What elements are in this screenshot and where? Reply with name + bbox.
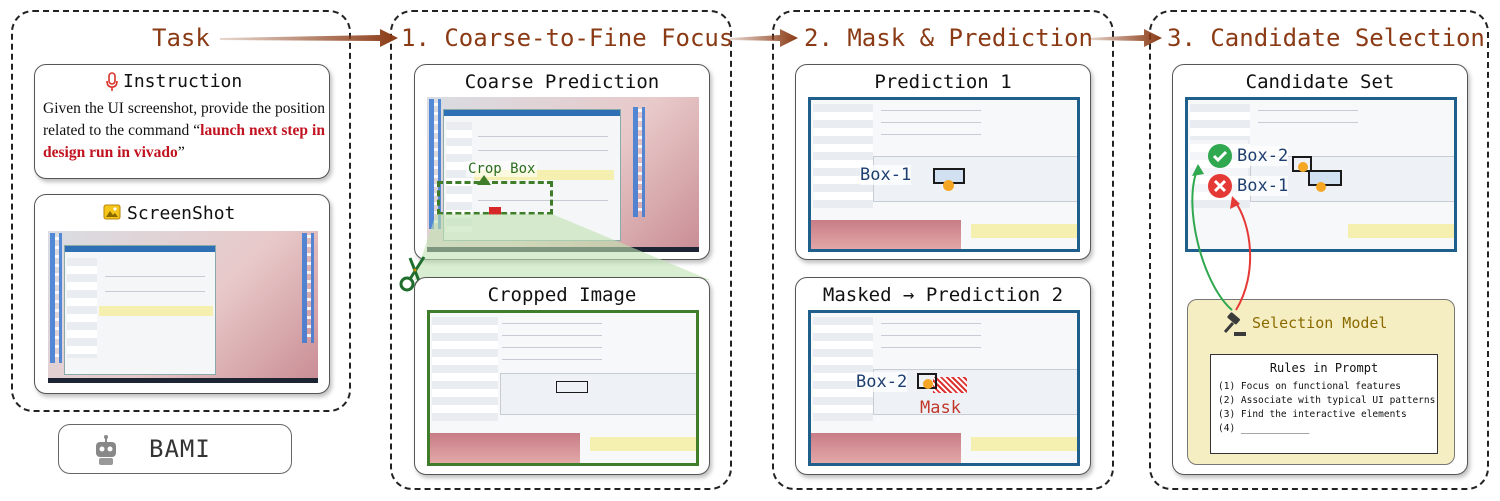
candidate-title: Candidate Set	[1245, 71, 1395, 93]
box2-point	[923, 379, 933, 389]
prediction1-image	[808, 97, 1080, 252]
box1-label: Box-1	[860, 165, 912, 185]
candidate-box1-label: Box-1	[1237, 176, 1289, 196]
crop-box-label: Crop Box	[466, 161, 538, 177]
prediction1-title: Prediction 1	[874, 71, 1012, 93]
agent-label: BAMI	[149, 435, 211, 463]
select-stage-title: 3. Candidate Selection	[1167, 24, 1485, 52]
box2-label: Box-2	[856, 372, 908, 392]
selection-model-label: Selection Model	[1252, 314, 1388, 332]
task-screenshot	[48, 231, 318, 383]
cropped-image	[427, 310, 699, 466]
instruction-text: Given the UI screenshot, provide the pos…	[43, 100, 325, 161]
flow-arrows	[220, 29, 1162, 47]
selection-arrows	[1191, 164, 1252, 311]
rule-3: (3) Find the interactive elements	[1218, 409, 1407, 420]
arrow-focus-to-mask	[730, 29, 798, 47]
agent-badge: BAMI	[58, 424, 292, 474]
focus-title: 1. Coarse-to-Fine Focus	[401, 24, 734, 52]
rules-title: Rules in Prompt	[1269, 361, 1379, 375]
selection-model-box: Selection Model Rules in Prompt (1) Focu…	[1187, 299, 1455, 465]
screenshot-title: ScreenShot	[127, 203, 236, 224]
candidate-box2-label: Box-2	[1237, 146, 1289, 166]
x-circle-icon	[1207, 173, 1233, 199]
mask-panel	[772, 10, 1114, 490]
rule-1: (1) Focus on functional features	[1218, 381, 1402, 392]
candidate-card: Candidate Set Box-2 Box-1 Selection Mode…	[1172, 64, 1468, 475]
focus-panel	[390, 10, 732, 490]
mask-label: Mask	[920, 398, 961, 418]
mask-region	[933, 377, 967, 393]
coarse-prediction-mark	[489, 207, 501, 215]
cropped-title: Cropped Image	[487, 284, 637, 306]
gavel-icon	[1222, 312, 1248, 338]
box1-point	[943, 180, 954, 191]
prediction2-image	[808, 310, 1080, 466]
screenshot-card: ScreenShot	[34, 194, 330, 394]
microphone-icon	[105, 72, 119, 92]
prediction2-title: Masked → Prediction 2	[822, 284, 1064, 306]
prediction2-card: Masked → Prediction 2 Box-2 Mask	[795, 277, 1091, 475]
instruction-command: launch next step in design run in vivado	[43, 122, 325, 161]
robot-icon	[89, 433, 123, 467]
arrow-mask-to-select	[1088, 29, 1162, 47]
task-title: Task	[152, 24, 210, 52]
prediction1-card: Prediction 1 Box-1	[795, 64, 1091, 260]
rule-2: (2) Associate with typical UI patterns	[1218, 395, 1436, 406]
instruction-title: Instruction	[123, 71, 243, 92]
instruction-card: Instruction Given the UI screenshot, pro…	[34, 64, 330, 179]
mask-stage-title: 2. Mask & Prediction	[804, 24, 1093, 52]
rules-box: Rules in Prompt (1) Focus on functional …	[1210, 354, 1438, 454]
arrow-task-to-focus	[220, 29, 398, 47]
zoom-funnel	[414, 214, 710, 280]
image-icon	[103, 204, 121, 220]
coarse-title: Coarse Prediction	[464, 71, 660, 93]
check-circle-icon	[1207, 143, 1233, 169]
cropped-card: Cropped Image	[414, 277, 710, 475]
select-panel	[1149, 10, 1489, 490]
task-panel	[11, 10, 351, 412]
rule-4: (4) ____________	[1218, 423, 1310, 434]
